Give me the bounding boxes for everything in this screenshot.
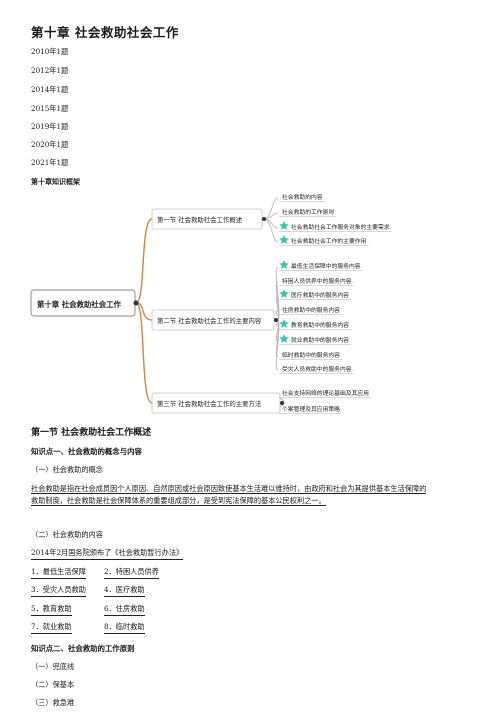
framework-heading: 第十章知识框架 [31,178,80,186]
knowledge-mindmap: 第十章 社会救助社会工作 第一节 社会救助社会工作概述 社会救助的内容社会救助的工作… [30,193,392,414]
mindmap-leaf-label: 社会救助社会工作服务对象的主要需求 [291,223,390,231]
subsection-heading: （二）社会救助的内容 [31,530,103,539]
aid-item: 8．临时救助 [104,622,145,634]
mindmap-leaf-label: 教育救助中的服务内容 [291,321,349,329]
aid-item: 4．医疗救助 [104,585,145,597]
aid-item: 5．教育救助 [31,604,72,616]
root-connector-dot [133,300,139,306]
leaf-connector-line [263,218,279,229]
branch-connector-dot [280,401,284,405]
mindmap-leaf-label: 社会救助的内容 [282,193,323,201]
aid-item: 1．最低生活保障 [31,567,86,579]
exam-year-line: 2010年1题 [31,47,69,56]
subsection-heading: （一）社会救助的概念 [31,465,103,474]
exam-year-line: 2015年1题 [31,104,69,113]
exam-year-line: 2021年1题 [31,158,69,167]
mindmap-branch-label: 第一节 社会救助社会工作概述 [157,215,243,224]
star-icon [279,235,289,245]
mindmap-leaf-label: 临时救助中的服务内容 [282,351,340,359]
mindmap-leaf-label: 就业救助中的服务内容 [291,336,349,344]
exam-year-line: 2014年1题 [31,85,69,94]
exam-year-line: 2020年1题 [31,140,69,149]
exam-year-line: 2019年1题 [31,122,69,131]
mindmap-leaf-label: 住房救助中的服务内容 [282,306,340,314]
exam-year-line: 2012年1题 [31,66,69,75]
mindmap-branch-label: 第二节 社会救助社会工作的主要内容 [157,316,262,325]
branch-connector-line [135,218,153,304]
paragraph-line: 社会救助是指在社会成员因个人原因、自然原因或社会原因致使基本生活难以维持时，由政… [31,484,427,494]
mindmap-leaf-label: 社会救助的工作原则 [282,208,334,216]
star-icon [279,334,289,344]
mindmap-leaf-label: 个案管理及其应用策略 [282,405,340,413]
principle-item: （二）保基本 [31,680,75,689]
concept-paragraph: 社会救助是指在社会成员因个人原因、自然原因或社会原因致使基本生活难以维持时，由政… [31,483,479,506]
leaf-connector-line [263,197,279,220]
branch-connector-line [135,302,153,404]
knowledge-point-heading: 知识点一、社会救助的概念与内容 [31,447,142,456]
branch-connector-dot [262,217,266,221]
star-icon [279,319,289,329]
mindmap-branch-label: 第三节 社会救助社会工作的主要方法 [157,399,262,408]
leaf-connector-line [275,319,280,371]
chapter-title: 第十章 社会救助社会工作 [31,25,179,40]
mindmap-leaf-label: 受灾人员救助中的服务内容 [282,365,352,373]
mindmap-root-label: 第十章 社会救助社会工作 [37,300,121,309]
principle-item: （一）兜底线 [31,662,75,671]
mindmap-leaf-label: 医疗救助中的服务内容 [291,291,349,299]
principle-item: （三）救急难 [31,698,75,707]
branch-connector-dot [274,318,278,322]
paragraph-line: 救助制度，社会救助是社会保障体系的重要组成部分，是受到宪法保障的基本公民权利之一… [31,495,326,506]
mindmap-leaf-label: 特困人员供养中的服务内容 [282,277,352,285]
aid-item: 6．住房救助 [104,604,145,616]
mindmap-leaf-label: 社会支持网络的理论基础及其应用 [282,389,369,397]
section-title: 第一节 社会救助社会工作概述 [31,428,152,438]
aid-item: 3．受灾人员救助 [31,585,86,597]
knowledge-point-heading: 知识点二、社会救助的工作原则 [31,644,135,653]
star-icon [279,260,289,270]
star-icon [279,221,289,231]
regulation-notice: 2014年2月国务院颁布了《社会救助暂行办法》 [31,548,184,560]
mindmap-leaf-label: 最低生活保障中的服务内容 [291,262,361,270]
mindmap-leaf-label: 社会救助社会工作的主要作用 [291,237,367,245]
aid-item: 2．特困人员供养 [104,567,159,579]
star-icon [279,289,289,299]
aid-item: 7．就业救助 [31,622,72,634]
